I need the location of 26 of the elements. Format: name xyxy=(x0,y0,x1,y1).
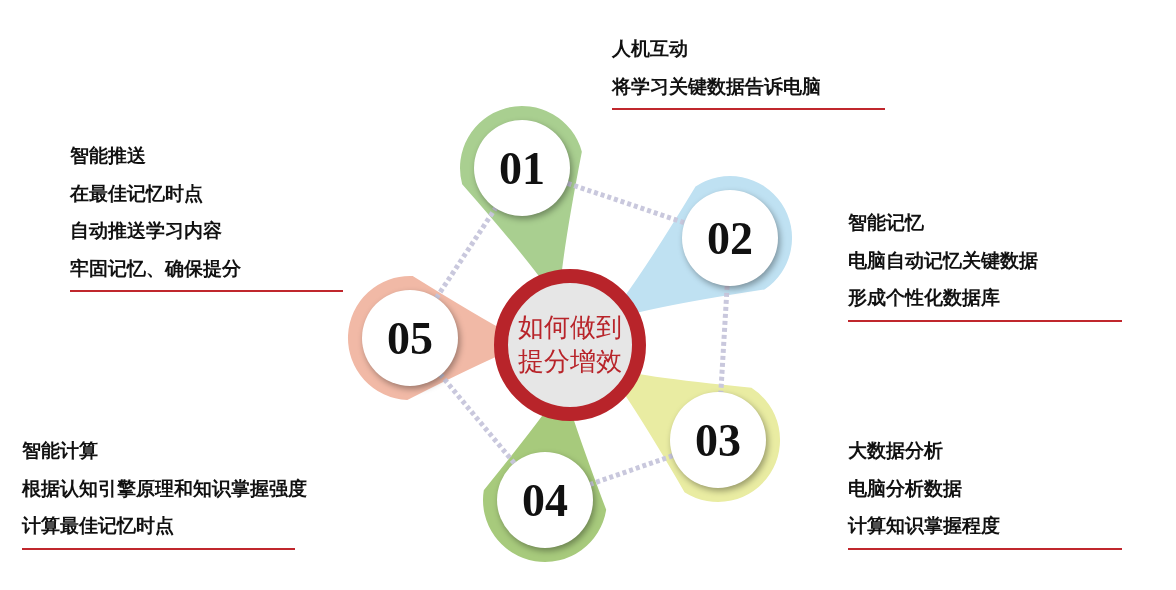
dotted-line xyxy=(566,180,686,226)
center-title: 如何做到提分增效 xyxy=(517,311,623,378)
dotted-line xyxy=(434,206,498,300)
dotted-line xyxy=(718,285,730,393)
step-description: 牢固记忆、确保提分 xyxy=(70,256,241,279)
step-number: 04 xyxy=(522,473,568,527)
step-number: 03 xyxy=(695,413,741,467)
step-heading: 智能推送 xyxy=(70,144,146,166)
step-number: 01 xyxy=(499,141,545,195)
step-description: 根据认知引擎原理和知识掌握强度 xyxy=(22,476,307,499)
step-description: 计算知识掌握程度 xyxy=(848,514,1000,536)
dotted-line xyxy=(438,373,517,465)
step-description: 电脑自动记忆关键数据 xyxy=(848,248,1038,271)
step-number: 02 xyxy=(707,211,753,265)
step-heading: 智能计算 xyxy=(22,439,98,461)
step-number: 05 xyxy=(387,311,433,365)
step-description: 自动推送学习内容 xyxy=(70,219,222,241)
step-heading: 人机互动 xyxy=(612,37,688,59)
step-description: 电脑分析数据 xyxy=(848,476,962,499)
step-description: 计算最佳记忆时点 xyxy=(22,514,174,536)
dotted-line xyxy=(589,453,674,487)
step-heading: 大数据分析 xyxy=(848,439,943,461)
step-heading: 智能记忆 xyxy=(848,211,924,233)
step-description: 形成个性化数据库 xyxy=(848,286,1000,308)
step-description: 将学习关键数据告诉电脑 xyxy=(612,74,821,97)
step-description: 在最佳记忆时点 xyxy=(70,181,203,204)
